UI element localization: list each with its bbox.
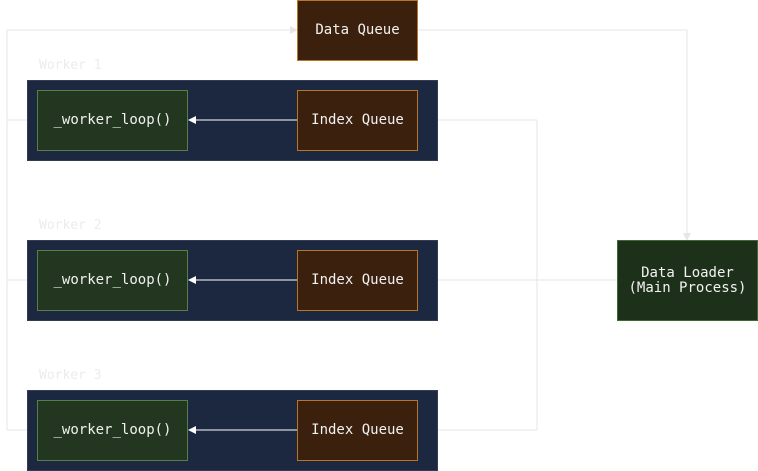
worker-1-index-queue-label: Index Queue <box>311 112 404 128</box>
worker-2-index-queue-box: Index Queue <box>297 250 418 311</box>
data-loader-box: Data Loader (Main Process) <box>617 240 758 321</box>
worker-1-index-queue-box: Index Queue <box>297 90 418 151</box>
worker-2-index-queue-label: Index Queue <box>311 272 404 288</box>
worker-2-title: Worker 2 <box>39 218 102 233</box>
worker-1-title: Worker 1 <box>39 58 102 73</box>
worker-2-loop-box: _worker_loop() <box>37 250 188 311</box>
data-queue-box: Data Queue <box>297 0 418 61</box>
worker-1-loop-box: _worker_loop() <box>37 90 188 151</box>
data-loader-label: Data Loader (Main Process) <box>628 264 747 296</box>
connector-data-queue-to-loader <box>417 29 691 241</box>
worker-2-loop-label: _worker_loop() <box>53 272 172 288</box>
data-queue-label: Data Queue <box>315 22 400 38</box>
worker-3-title: Worker 3 <box>39 368 102 383</box>
worker-3-loop-box: _worker_loop() <box>37 400 188 461</box>
worker-3-loop-label: _worker_loop() <box>53 422 172 438</box>
worker-1-loop-label: _worker_loop() <box>53 112 172 128</box>
worker-3-index-queue-label: Index Queue <box>311 422 404 438</box>
worker-3-index-queue-box: Index Queue <box>297 400 418 461</box>
